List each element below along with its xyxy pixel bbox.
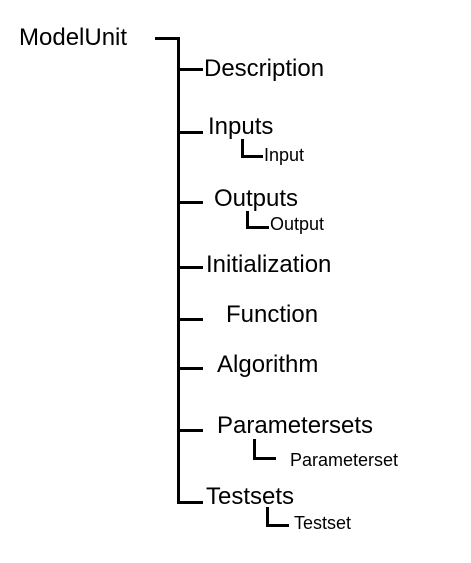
node-description: Description (204, 55, 325, 82)
node-outputs: Outputs (214, 185, 299, 212)
tree-trunk (177, 37, 180, 504)
node-output: Output (270, 214, 325, 234)
branch-inputs (177, 131, 203, 134)
node-parameterset: Parameterset (290, 450, 399, 470)
branch-initialization (177, 266, 203, 269)
node-testsets: Testsets (206, 483, 295, 510)
branch-testsets (177, 501, 203, 504)
sub-branch-input-horizontal (241, 155, 263, 158)
node-function: Function (226, 301, 319, 328)
sub-branch-input-vertical (241, 139, 244, 157)
node-parametersets: Parametersets (217, 412, 374, 439)
node-algorithm: Algorithm (217, 351, 319, 378)
branch-algorithm (177, 367, 203, 370)
sub-branch-output-horizontal (246, 226, 269, 229)
node-input: Input (264, 145, 305, 165)
root-connector (155, 37, 180, 40)
branch-parametersets (177, 429, 203, 432)
node-inputs: Inputs (208, 113, 274, 140)
branch-outputs (177, 201, 203, 204)
sub-branch-parameterset-horizontal (253, 457, 276, 460)
sub-branch-testset-vertical (266, 507, 269, 526)
root-node-modelunit: ModelUnit (19, 24, 128, 51)
branch-function (177, 318, 203, 321)
sub-branch-output-vertical (246, 211, 249, 228)
sub-branch-parameterset-vertical (253, 439, 256, 459)
node-testset: Testset (294, 513, 352, 533)
node-initialization: Initialization (206, 251, 332, 278)
branch-description (177, 68, 203, 71)
sub-branch-testset-horizontal (266, 524, 289, 527)
